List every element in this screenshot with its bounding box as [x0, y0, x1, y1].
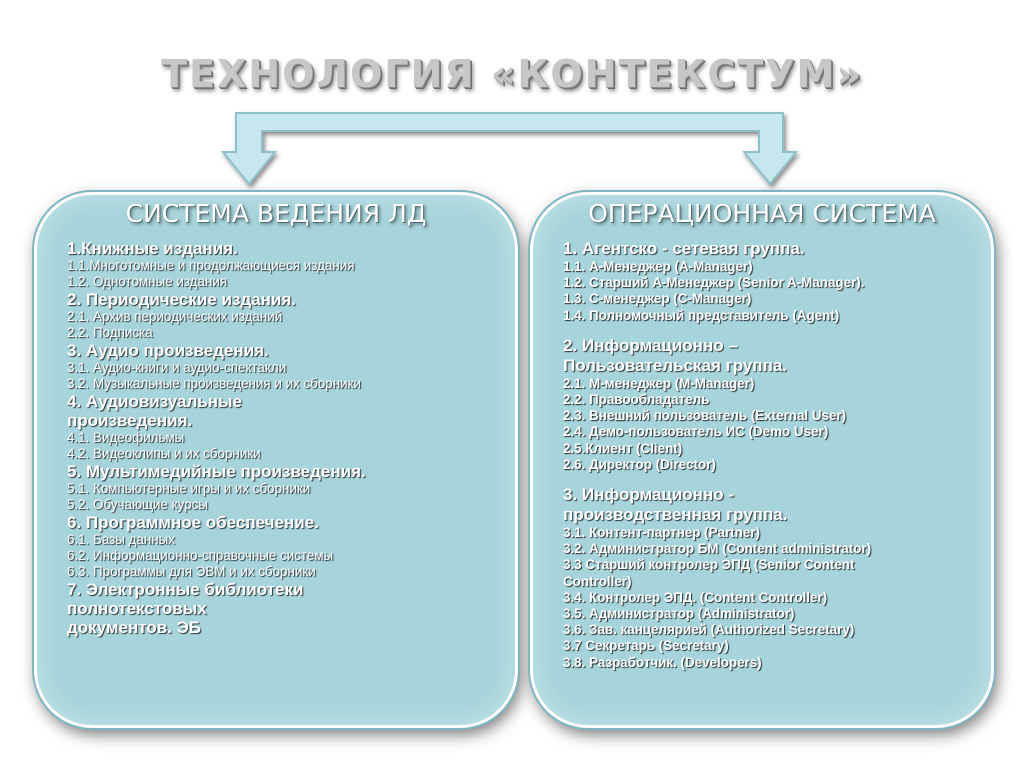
list-item: 3.3 Старший контролер ЭПД (Senior Conten…: [563, 557, 855, 573]
list-item: 3.1. Контент-партнер (Partner): [563, 525, 760, 541]
ld-system-list: 1.Книжные издания.1.1.Многотомные и прод…: [67, 239, 505, 637]
connector-bracket-shape: [220, 112, 799, 186]
list-heading: 6. Программное обеспечение.: [67, 513, 319, 532]
list-item: 1.4. Полномочный представитель (Agent): [563, 307, 840, 323]
list-item: 3.2. Администратор БМ (Content administr…: [563, 541, 872, 557]
list-item: 6.2. Информационно-справочные системы: [67, 548, 334, 563]
panel-ld-system: СИСТЕМА ВЕДЕНИЯ ЛД 1.Книжные издания.1.1…: [34, 192, 518, 728]
list-item: 1.1.Многотомные и продолжающиеся издания: [67, 258, 355, 273]
list-item: 6.1. Базы данных: [67, 532, 175, 547]
list-item: 1.2. Старший А-Менеджер (Senior A-Manage…: [563, 275, 865, 291]
list-heading: полнотекстовых: [67, 599, 207, 618]
list-item: 3.5. Администратор (Administrator): [563, 606, 795, 622]
list-item: 2.1. Архив периодических изданий: [67, 309, 283, 324]
list-item: 2.4. Демо-пользователь ИС (Demo User): [563, 424, 829, 440]
list-heading: 1. Агентско - сетевая группа.: [563, 239, 805, 258]
panel-ld-system-title: СИСТЕМА ВЕДЕНИЯ ЛД: [125, 199, 427, 228]
list-item: 1.3. С-менеджер (C-Manager): [563, 291, 752, 307]
list-heading: 5. Мультимедийные произведения.: [67, 462, 366, 481]
page-title: ТЕХНОЛОГИЯ «КОНТЕКСТУМ»: [161, 52, 863, 96]
list-heading: производственная группа.: [563, 505, 788, 525]
list-heading: произведения.: [67, 411, 193, 430]
list-spacer: [563, 324, 981, 336]
list-item: 3.1. Аудио-книги и аудио-спектакли: [67, 360, 287, 375]
panel-operating-system-title: ОПЕРАЦИОННАЯ СИСТЕМА: [588, 199, 936, 228]
list-item: 1.1. А-Менеджер (A-Manager): [563, 259, 753, 274]
list-item: 6.3. Программы для ЭВМ и их сборники: [67, 564, 316, 579]
list-item: 3.4. Контролер ЭПД. (Content Controller): [563, 589, 828, 605]
list-heading: 7. Электронные библиотеки: [67, 580, 304, 599]
list-item: Controller): [563, 573, 632, 589]
list-heading: 3. Аудио произведения.: [67, 341, 269, 360]
operating-system-list: 1. Агентско - сетевая группа.1.1. А-Мене…: [563, 239, 981, 671]
list-item: 3.2. Музыкальные произведения и их сборн…: [67, 376, 361, 391]
list-heading: 3. Информационно -: [563, 485, 734, 505]
list-item: 2.2. Подписка: [67, 325, 153, 340]
list-item: 4.2. Видеоклипы и их сборники: [67, 446, 261, 461]
list-item: 1.2. Однотомные издания: [67, 274, 228, 289]
list-item: 2.5.Клиент (Client): [563, 440, 683, 456]
list-heading: 2. Информационно –: [563, 335, 738, 355]
list-item: 3.6. Зав. канцелярией (Authorized Secret…: [563, 622, 855, 638]
list-item: 2.1. М-менеджер (M-Manager): [563, 375, 755, 391]
panel-operating-system: ОПЕРАЦИОННАЯ СИСТЕМА 1. Агентско - сетев…: [530, 192, 994, 728]
list-item: 2.6. Директор (Director): [563, 456, 716, 472]
list-item: 3.8. Разработчик. (Developers): [563, 654, 762, 670]
list-item: 2.3. Внешний пользователь (External User…: [563, 408, 847, 424]
list-item: 5.1. Компьютерные игры и их сборники: [67, 481, 311, 496]
list-heading: 2. Периодические издания.: [67, 290, 297, 309]
list-item: 3.7 Секретарь (Secretary): [563, 638, 729, 654]
list-heading: Пользовательская группа.: [563, 355, 788, 375]
list-item: 4.1. Видеофильмы: [67, 430, 185, 445]
list-heading: документов. ЭБ: [67, 618, 201, 637]
list-spacer: [563, 473, 981, 485]
list-item: 2.2. Правообладатель: [563, 392, 710, 408]
list-heading: 4. Аудиовизуальные: [67, 392, 242, 411]
bracket-connector-arrows: [220, 112, 799, 186]
list-heading: 1.Книжные издания.: [67, 239, 238, 258]
list-item: 5.2. Обучающие курсы: [67, 497, 208, 512]
